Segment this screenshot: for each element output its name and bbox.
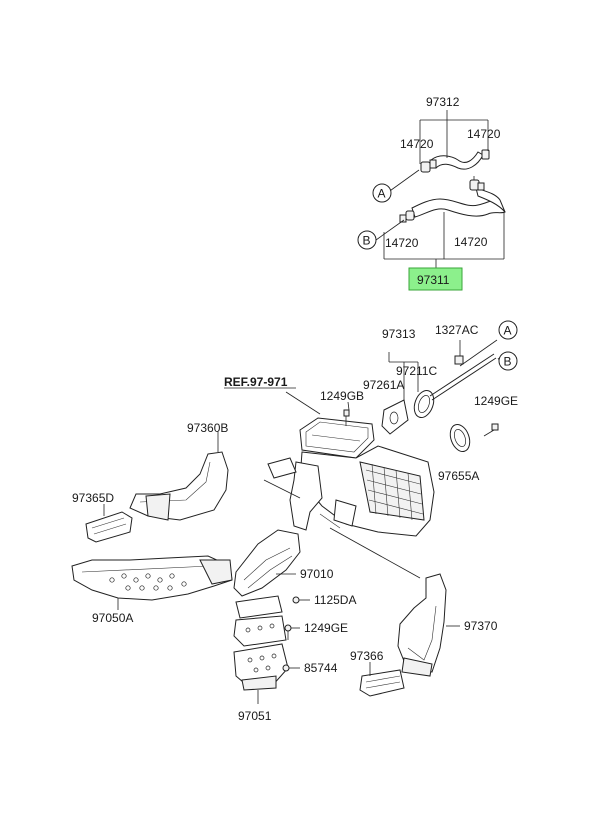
callout-labels: 97312 14720 14720 14720 14720 97311 9731… xyxy=(72,95,518,723)
duct-outlet xyxy=(145,493,171,521)
center-duct-97010[interactable] xyxy=(233,529,301,597)
label-97010: 97010 xyxy=(300,567,334,581)
duct-97360B xyxy=(129,432,229,521)
marker-B-label: B xyxy=(363,234,371,248)
heater-unit xyxy=(263,391,435,579)
label-97365D: 97365D xyxy=(72,491,114,505)
screw-1249GE-bottom[interactable] xyxy=(284,624,300,640)
label-97313: 97313 xyxy=(382,327,416,341)
screw-1249GE[interactable] xyxy=(483,423,499,437)
label-14720: 14720 xyxy=(385,236,419,250)
label-85744: 85744 xyxy=(304,661,338,675)
bolt-1327AC[interactable] xyxy=(454,355,464,365)
marker-A-right[interactable]: A xyxy=(498,320,518,340)
hose-clamp[interactable] xyxy=(420,159,437,173)
label-97370: 97370 xyxy=(464,619,498,633)
hose-clamp[interactable] xyxy=(469,179,485,191)
label-97050A: 97050A xyxy=(92,611,133,625)
label-14720: 14720 xyxy=(454,235,488,249)
vent-97366[interactable] xyxy=(359,662,405,697)
label-1125DA: 1125DA xyxy=(314,593,356,607)
label-97655A: 97655A xyxy=(438,469,479,483)
label-97211C: 97211C xyxy=(396,364,437,378)
clip-85744[interactable] xyxy=(282,664,300,672)
expansion-valve-group xyxy=(343,339,501,453)
screw-1125DA[interactable] xyxy=(292,596,310,604)
vent-97365D[interactable] xyxy=(85,504,133,543)
label-97366: 97366 xyxy=(350,649,384,663)
blower-shroud[interactable] xyxy=(289,461,323,531)
label-ref-97-971[interactable]: REF.97-971 xyxy=(224,375,288,389)
marker-B-right[interactable]: B xyxy=(498,351,518,371)
hose-upper[interactable] xyxy=(430,151,484,170)
label-97360B: 97360B xyxy=(187,421,228,435)
label-1327AC: 1327AC xyxy=(435,323,479,337)
label-14720: 14720 xyxy=(467,127,501,141)
label-1249GE: 1249GE xyxy=(304,621,348,635)
part-97311-highlight[interactable]: 97311 xyxy=(408,267,463,291)
hose-clamp[interactable] xyxy=(399,210,415,223)
marker-A-label: A xyxy=(378,187,386,201)
drain-pipe[interactable] xyxy=(267,457,297,479)
hose-lower-branch xyxy=(475,187,506,213)
hose-assembly xyxy=(375,110,506,268)
rod-97211C xyxy=(429,353,495,397)
label-1249GE: 1249GE xyxy=(474,394,518,408)
label-14720: 14720 xyxy=(400,137,434,151)
label-97311: 97311 xyxy=(417,273,450,287)
label-1249GB: 1249GB xyxy=(320,389,364,403)
marker-A-label: A xyxy=(504,324,512,338)
bracket-holes xyxy=(245,623,277,673)
duct-stub xyxy=(333,499,357,527)
label-97312: 97312 xyxy=(426,95,460,109)
marker-B-label: B xyxy=(504,355,512,369)
label-97261A: 97261A xyxy=(363,378,404,392)
marker-A-top[interactable]: A xyxy=(372,183,392,203)
side-duct-97370[interactable] xyxy=(397,573,460,677)
floor-duct-97050A[interactable] xyxy=(71,555,233,610)
marker-B-top[interactable]: B xyxy=(357,230,377,250)
bracket-97051[interactable] xyxy=(233,595,289,704)
screw-1249GB[interactable] xyxy=(343,409,350,426)
hose-clamp[interactable] xyxy=(481,149,490,160)
duct-holes xyxy=(109,573,187,591)
label-97051: 97051 xyxy=(238,709,272,723)
evaporator-grid xyxy=(359,461,425,521)
rear-duct-97360B[interactable] xyxy=(129,451,229,521)
